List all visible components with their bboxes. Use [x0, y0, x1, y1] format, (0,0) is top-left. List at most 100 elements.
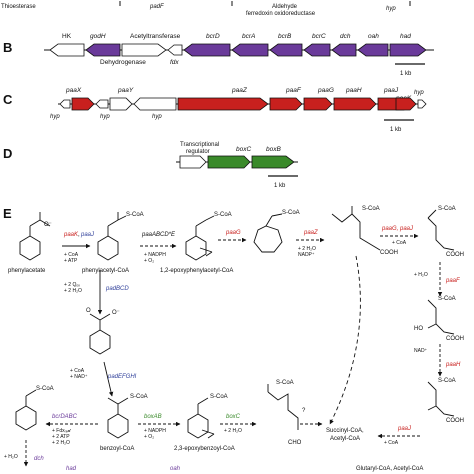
- benzoylcoa-label: benzoyl-CoA: [100, 446, 134, 452]
- gene-had: [389, 43, 427, 57]
- gene-paax: [71, 97, 95, 111]
- ring-epoxy-bz: [187, 413, 209, 439]
- had-label: had: [400, 33, 411, 40]
- panel-d-label: D: [3, 146, 12, 161]
- gene-hk: [49, 43, 85, 57]
- enz-dch: dch: [34, 456, 44, 462]
- cof-h2o5: + H₂O: [4, 454, 18, 460]
- enz-comma: ,: [78, 232, 80, 238]
- scoa-3: S-CoA: [282, 210, 300, 216]
- cof-coa4: + CoA: [384, 440, 399, 446]
- scoa-2: S-CoA: [214, 212, 232, 218]
- paay-label: paaY: [117, 87, 134, 94]
- enz-paaj: paaJ: [80, 232, 95, 238]
- cof-fdx: + Fdxᵣₑ𝒹: [52, 428, 72, 434]
- cof-coa: + CoA: [64, 252, 79, 258]
- enz-padbcd: padBCD: [105, 286, 129, 292]
- gene-boxc: [207, 155, 251, 169]
- aldehyde-label: Aldehyde: [272, 4, 298, 10]
- ferredoxin-label: ferredoxin oxidoreductase: [246, 11, 316, 17]
- enz-paaabcde: paaABCD*E: [141, 232, 176, 238]
- enz-paah: paaH: [445, 362, 461, 368]
- cof-coa3: + CoA: [70, 368, 85, 374]
- enz-padefghi: padEFGHI: [107, 374, 137, 380]
- paaj-label: paaJ: [383, 87, 399, 94]
- gene-boxb: [251, 155, 295, 169]
- gene-cluster-c: paaX paaY paaZ paaF paaG paaH paaJ paaK …: [50, 87, 427, 133]
- pathway-e: [15, 206, 455, 467]
- gene-godh: [85, 43, 121, 57]
- ring-benzoylformate: [89, 329, 111, 355]
- cof-atp2: + 2 ATP: [52, 434, 70, 440]
- enz-had: had: [66, 466, 77, 472]
- scoa-10: S-CoA: [276, 380, 294, 386]
- phenylacetate-label: phenylacetate: [8, 268, 46, 274]
- gene-acetyltransferase: [121, 43, 167, 57]
- cof-nad2: + NAD⁺: [70, 374, 88, 380]
- cho-1: CHO: [288, 440, 302, 446]
- cof-h2o: + H₂O: [414, 272, 428, 278]
- cooh-4: COOH: [446, 418, 464, 424]
- scale-b: 1 kb: [400, 71, 412, 77]
- enz-bcrdabc: bcrDABC: [52, 414, 78, 420]
- cof-h2o3: + 2 H₂O: [52, 440, 70, 446]
- cof-o22: + O₂: [144, 434, 154, 440]
- boxc-label: boxC: [236, 146, 251, 153]
- enz-boxab: boxAB: [144, 414, 162, 420]
- cof-nadph: + NADPH: [144, 252, 166, 258]
- scoa-1: S-CoA: [126, 212, 144, 218]
- paaf-label: paaF: [285, 87, 302, 94]
- gene-regulator: [179, 155, 207, 169]
- ring-phenylacetate: [19, 235, 41, 261]
- cof-nadph2: + NADPH: [144, 428, 166, 434]
- o-1: O: [86, 308, 91, 314]
- enz-paag: paaG: [225, 230, 241, 236]
- ho-1: HO: [414, 326, 423, 332]
- scoa-9: S-CoA: [210, 394, 228, 400]
- cof-h2ob: + 2 H₂O: [64, 288, 82, 294]
- glutaryl-label: Glutaryl-CoA, Acetyl-CoA: [356, 466, 423, 472]
- hyp-c1-label: hyp: [50, 114, 60, 120]
- gene-bcra: [231, 43, 269, 57]
- ring-oxepin: [253, 225, 283, 253]
- scale-d: 1 kb: [274, 183, 286, 189]
- gene-paay: [109, 97, 133, 111]
- chain-paag-product: [427, 217, 455, 251]
- succinyl-label: Succinyl-CoA,: [326, 428, 364, 434]
- gene-hyp-c1: [59, 99, 71, 109]
- scoa-6: S-CoA: [438, 296, 456, 302]
- bcra-label: bcrA: [242, 33, 255, 40]
- ring-phenylacetylcoa: [97, 235, 119, 261]
- hyp-top-label: hyp: [386, 6, 396, 12]
- enz-paaj-2: paaJ: [397, 426, 412, 432]
- gene-paak: [395, 97, 417, 111]
- enz-paaz: paaZ: [303, 230, 318, 236]
- paax-label: paaX: [65, 87, 82, 94]
- hyp-c4-label: hyp: [414, 90, 424, 96]
- panel-b-label: B: [3, 40, 12, 55]
- hyp-c2-label: hyp: [100, 114, 110, 120]
- gene-dch: [331, 43, 357, 57]
- panel-c-label: C: [3, 92, 13, 107]
- godh-label: godH: [90, 33, 106, 40]
- gene-hyp-c2: [95, 99, 109, 109]
- fdx-label: fdx: [170, 59, 179, 66]
- bcrb-label: bcrB: [278, 33, 292, 40]
- ring-epoxy-pa: [185, 235, 207, 261]
- scoa-4: S-CoA: [362, 206, 380, 212]
- question-mark: ?: [302, 408, 306, 414]
- gene-paag: [303, 97, 333, 111]
- acetyl-label: Acetyl-CoA: [330, 436, 360, 442]
- boxb-label: boxB: [266, 146, 281, 153]
- dch-label: dch: [340, 33, 351, 40]
- scoa-7: S-CoA: [438, 378, 456, 384]
- panel-e-label: E: [3, 206, 12, 221]
- bcrc-label: bcrC: [312, 33, 326, 40]
- gene-cluster-b: HK godH Acetyltransferase bcrD bcrA bcrB…: [44, 33, 434, 77]
- enz-oah: oah: [170, 466, 181, 472]
- epoxybz-label: 2,3-epoxybenzoyl-CoA: [174, 446, 235, 452]
- enz-paag-paaj: paaG, paaJ: [381, 226, 414, 232]
- acetyltransferase-label: Acetyltransferase: [130, 33, 181, 40]
- thioesterase-label: Thioesterase: [1, 4, 36, 10]
- chain-boxc-product: [267, 391, 299, 430]
